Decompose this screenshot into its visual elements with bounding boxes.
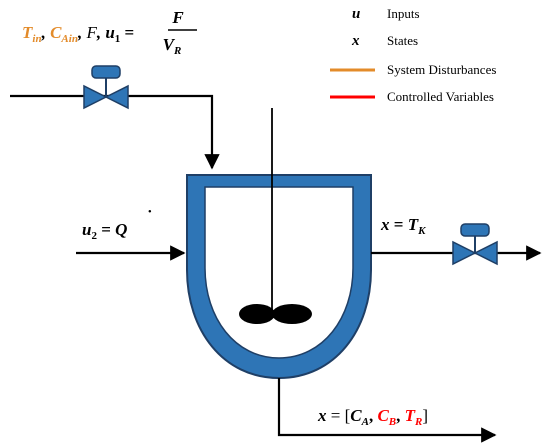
outlet-t-r-sub: R [414,416,422,428]
heat-equals: = [97,220,115,239]
inlet-sep1: , [41,23,51,42]
outlet-close: ] [422,406,428,425]
svg-text:u2 = Q: u2 = Q [82,220,127,242]
inlet-label: Tin, CAin, F, u1 = F VR [22,8,197,57]
inlet-f: F [85,23,97,42]
control-valve-icon [83,65,129,110]
heat-input: u2 = Q ˙ [76,207,186,261]
inlet-frac-den-sub: R [173,45,181,57]
inlet-t-in-sub: in [32,33,41,45]
outlet-equals: = [ [327,406,351,425]
outlet-sep2: , [396,406,405,425]
heat-u2-sub: 2 [91,230,97,242]
coolant-t-k: T [408,215,419,234]
inlet-frac-num: F [171,8,184,27]
legend-inputs-label: Inputs [387,6,420,21]
legend-states-symbol: x [351,33,360,49]
inlet-u1: u [105,23,114,42]
svg-text:VR: VR [163,35,182,57]
svg-text:x = TK: x = TK [380,215,426,237]
product-outlet: x = [CA, CB, TR] [277,378,497,443]
inlet-u1-sub: 1 [115,33,121,45]
reactor-vessel [186,174,372,380]
legend-disturbances-label: System Disturbances [387,62,496,77]
coolant-t-k-sub: K [417,225,426,237]
inlet-t-in: T [22,23,33,42]
inlet-frac-den: V [163,35,176,54]
coolant-equals: = [390,215,408,234]
outlet-c-b-sub: B [388,416,396,428]
coolant-x: x [380,215,390,234]
inlet-feed-line [10,94,220,170]
control-valve-icon [452,223,498,266]
svg-text:Tin, CAin, F, u1 =: Tin, CAin, F, u1 = [22,23,134,45]
legend-controlled-label: Controlled Variables [387,89,494,104]
outlet-x: x [317,406,327,425]
outlet-c-a-sub: A [361,416,369,428]
inlet-c-ain: C [50,23,62,42]
outlet-c-b: C [377,406,389,425]
inlet-c-ain-sub: Ain [60,33,78,45]
inlet-equals: = [120,23,134,42]
stirrer-impeller-icon [239,108,312,324]
reactor-inner [204,186,354,359]
heat-q-dot: ˙ [146,207,152,226]
legend-inputs-symbol: u [352,6,360,22]
heat-q: Q [115,220,127,239]
outlet-t-r: T [405,406,416,425]
outlet-c-a: C [350,406,362,425]
svg-text:x = [CA, CB, TR]: x = [CA, CB, TR] [317,406,428,428]
inlet-sep3: , [96,23,106,42]
inlet-sep2: , [77,23,87,42]
heat-u2: u [82,220,91,239]
legend: u Inputs x States System Disturbances Co… [330,6,496,104]
outlet-sep1: , [369,406,378,425]
product-outlet-arrow [277,378,497,443]
legend-states-label: States [387,33,418,48]
